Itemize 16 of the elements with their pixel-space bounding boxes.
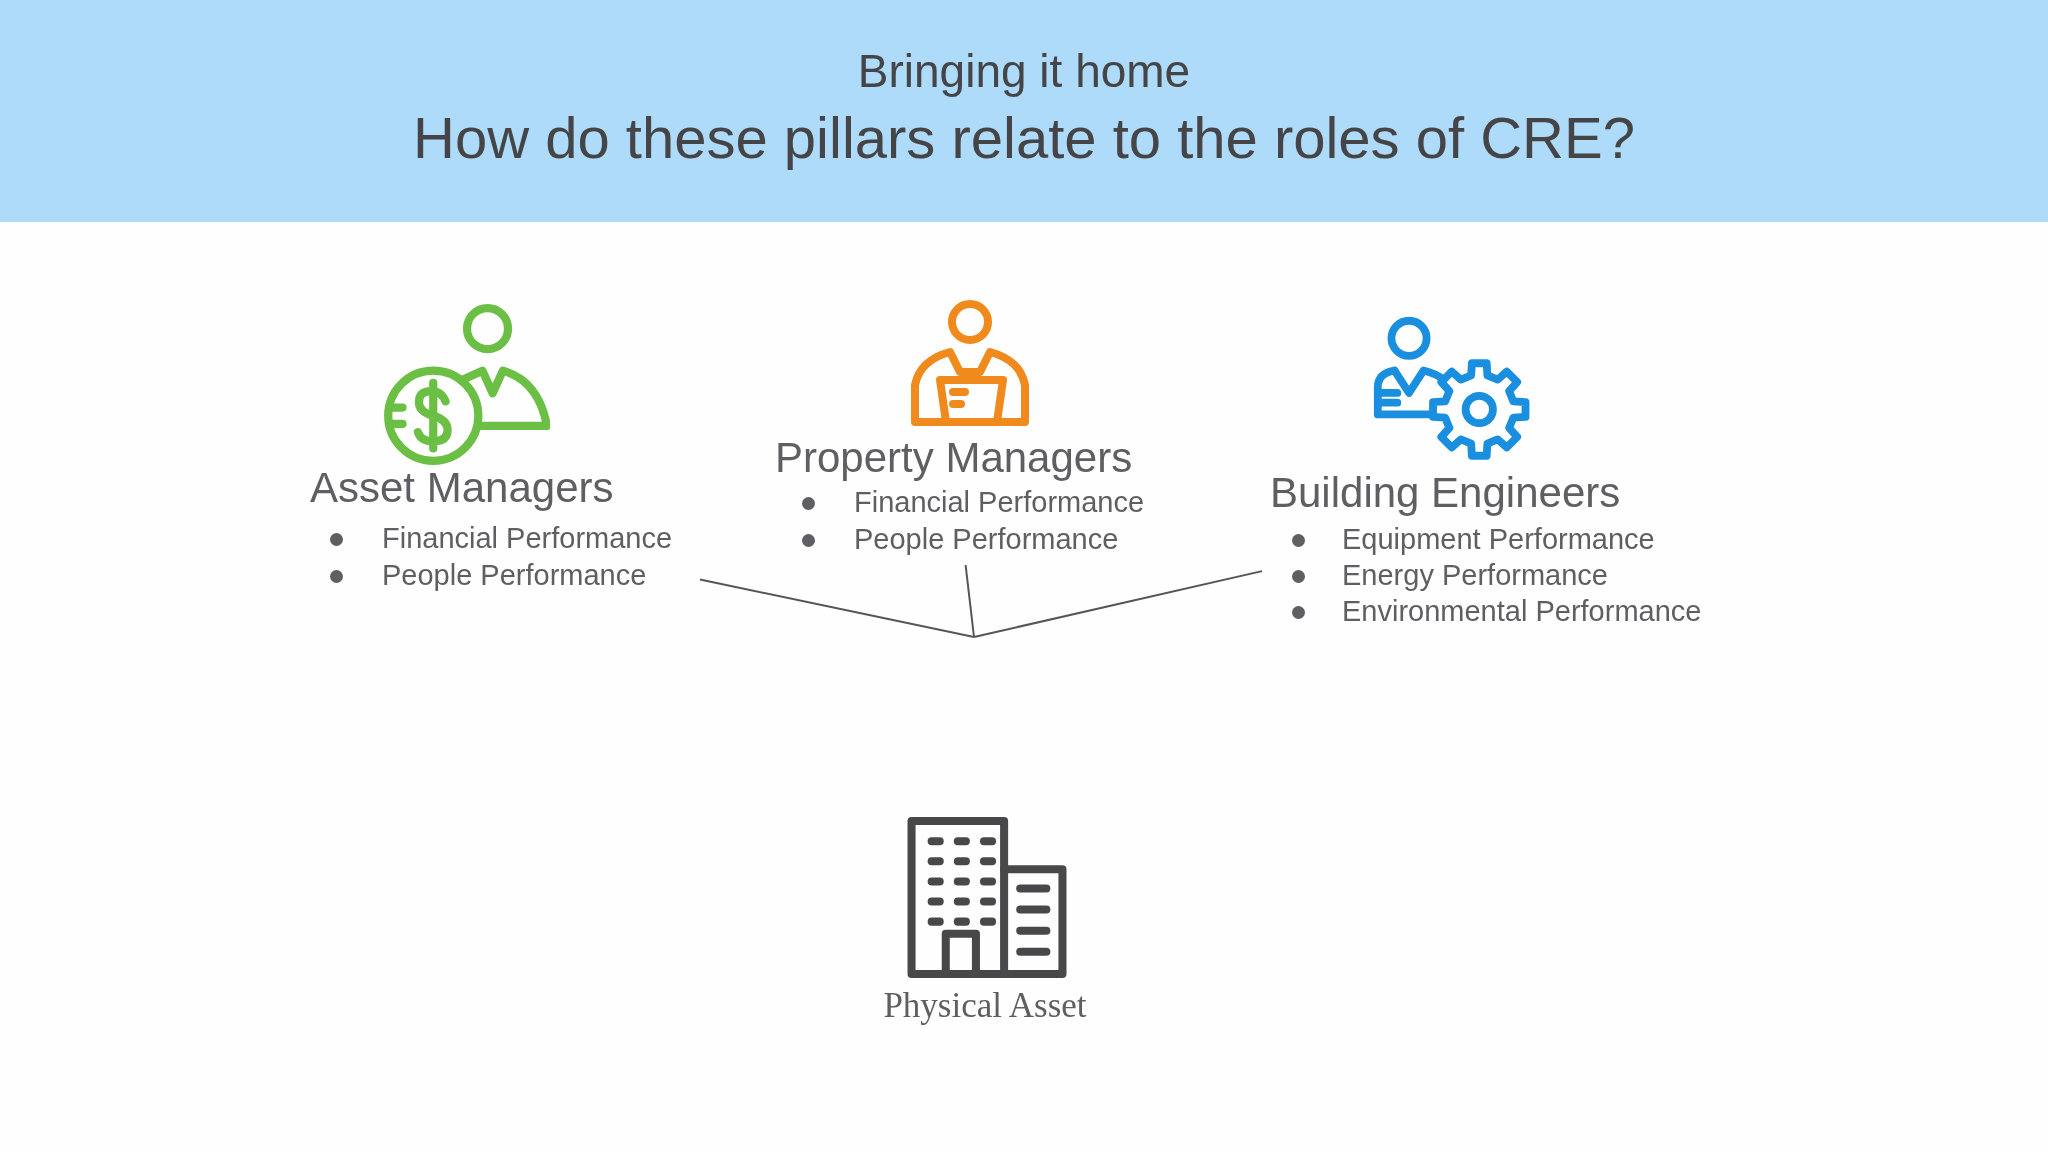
role-heading: Asset Managers [310, 465, 614, 512]
connector-line [699, 578, 975, 638]
connector-line [973, 570, 1263, 638]
role-heading: Property Managers [775, 435, 1133, 482]
list-item-text: Financial Performance [382, 521, 673, 556]
node-label: Physical Asset [883, 987, 1087, 1026]
slide-subtitle: How do these pillars relate to the roles of CRE? [413, 104, 1635, 171]
list-item-text: Equipment Performance [1342, 522, 1655, 557]
list-item-text: People Performance [854, 522, 1119, 557]
list-item-text: Environmental Performance [1342, 594, 1702, 629]
list-item-text: Financial Performance [854, 485, 1145, 520]
list-item-text: Energy Performance [1342, 558, 1608, 593]
slide-title: Bringing it home [857, 44, 1191, 98]
role-heading: Building Engineers [1270, 470, 1621, 517]
list-item-text: People Performance [382, 558, 647, 593]
connector-line [964, 564, 975, 638]
